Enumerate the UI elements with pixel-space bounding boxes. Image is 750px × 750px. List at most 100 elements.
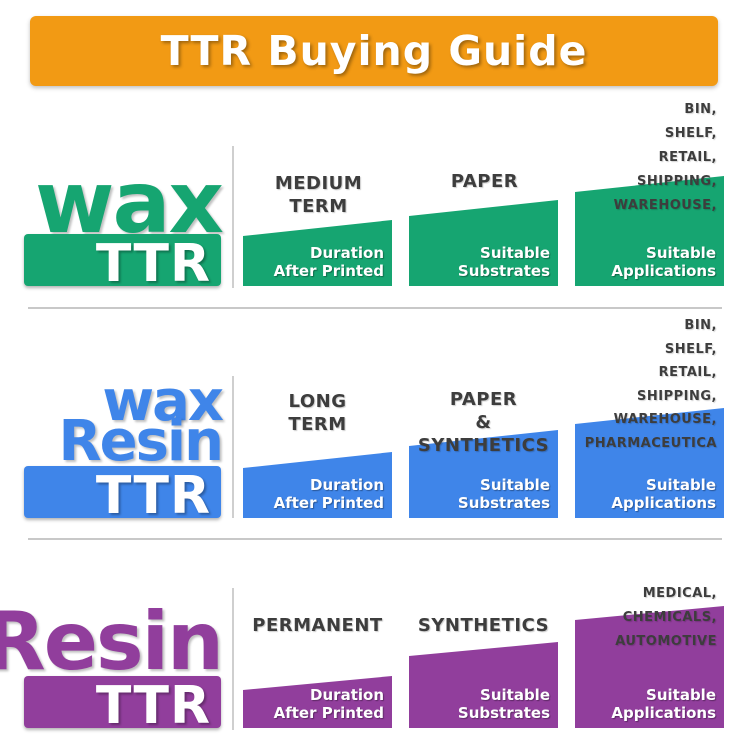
caption-line: Applications [611, 704, 716, 722]
ttr-label: TTR [95, 676, 211, 736]
column-shape [243, 220, 392, 286]
ttr-label: TTR [95, 234, 211, 294]
duration-value: PERMANENT [243, 614, 392, 637]
duration-line: LONG [288, 391, 347, 412]
ttr-label-box: TTR [24, 234, 221, 290]
column-shape [409, 642, 558, 728]
application-item: BIN, [684, 102, 717, 117]
application-item: SHELF, [664, 126, 717, 141]
column-shape [243, 452, 392, 518]
application-item: WAREHOUSE, [613, 412, 717, 427]
vertical-divider [232, 146, 234, 288]
page-title: TTR Buying Guide [160, 27, 588, 75]
ttr-label-box: TTR [24, 676, 221, 732]
duration-line: PERMANENT [252, 615, 383, 636]
section-name-line: Resin [0, 595, 224, 688]
applications-list: BIN, SHELF, RETAIL, SHIPPING, WAREHOUSE, PHAR… [585, 314, 717, 455]
application-item: RETAIL, [658, 365, 717, 380]
column-shape [409, 200, 558, 286]
substrates-value: PAPER&SYNTHETICS [409, 388, 558, 457]
caption-line: Suitable [646, 476, 716, 494]
application-item: SHELF, [664, 341, 717, 357]
column-shape [575, 606, 724, 728]
caption-line: Duration [310, 686, 384, 704]
caption-line: Applications [611, 262, 716, 280]
column-fill [575, 408, 724, 518]
section-name-line: Resin [58, 409, 224, 474]
application-item: RETAIL, [658, 150, 717, 165]
application-item: CHEMICALS, [622, 610, 717, 625]
duration-line: MEDIUM [274, 173, 363, 194]
substrates-line: PAPER [450, 171, 519, 192]
column-fill [243, 220, 392, 286]
section-divider [28, 538, 722, 540]
application-item: SHIPPING, [637, 388, 717, 404]
caption-line: Duration [310, 476, 384, 494]
ttr-label-box: TTR [24, 466, 221, 522]
caption-line: Suitable [480, 476, 550, 494]
section-divider [28, 307, 722, 309]
application-item: PHARMACEUTICA [584, 435, 717, 451]
application-item: WAREHOUSE, [613, 198, 717, 213]
section-name-line: wax [35, 153, 224, 253]
section-name: Resin [0, 584, 224, 734]
column-fill [409, 430, 558, 518]
substrates-value: PAPER [413, 170, 556, 193]
column-fill [575, 176, 724, 286]
application-item: MEDICAL, [642, 586, 717, 601]
substrates-line: & [475, 412, 492, 433]
caption-line: Substrates [457, 494, 550, 512]
column-fill [409, 200, 558, 286]
caption-line: Suitable [480, 244, 550, 262]
substrates-line: PAPER [449, 389, 518, 410]
caption-line: After Printed [273, 494, 384, 512]
application-item: BIN, [684, 318, 717, 333]
application-item: SHIPPING, [637, 174, 717, 189]
column-shape [243, 676, 392, 728]
substrates-value: SYNTHETICS [409, 614, 558, 637]
column-fill [243, 452, 392, 518]
applications-list: BIN, SHELF, RETAIL, SHIPPING, WAREHOUSE, [614, 98, 717, 218]
application-item: AUTOMOTIVE [615, 634, 717, 649]
vertical-divider [232, 588, 234, 730]
column-fill [575, 606, 724, 728]
duration-line: TERM [289, 196, 348, 217]
substrates-line: SYNTHETICS [417, 615, 550, 636]
column-shape [575, 176, 724, 286]
caption-line: Suitable [480, 686, 550, 704]
substrates-line: SYNTHETICS [417, 435, 550, 456]
caption-line: After Printed [273, 262, 384, 280]
vertical-divider [232, 376, 234, 518]
caption-line: Applications [611, 494, 716, 512]
column-shape [409, 430, 558, 518]
ttr-label: TTR [95, 466, 211, 526]
caption-line: Suitable [646, 244, 716, 262]
caption-line: After Printed [273, 704, 384, 722]
caption-line: Substrates [457, 704, 550, 722]
section-name-line: wax [102, 369, 224, 434]
caption-line: Duration [310, 244, 384, 262]
section-name: wax [24, 142, 224, 292]
